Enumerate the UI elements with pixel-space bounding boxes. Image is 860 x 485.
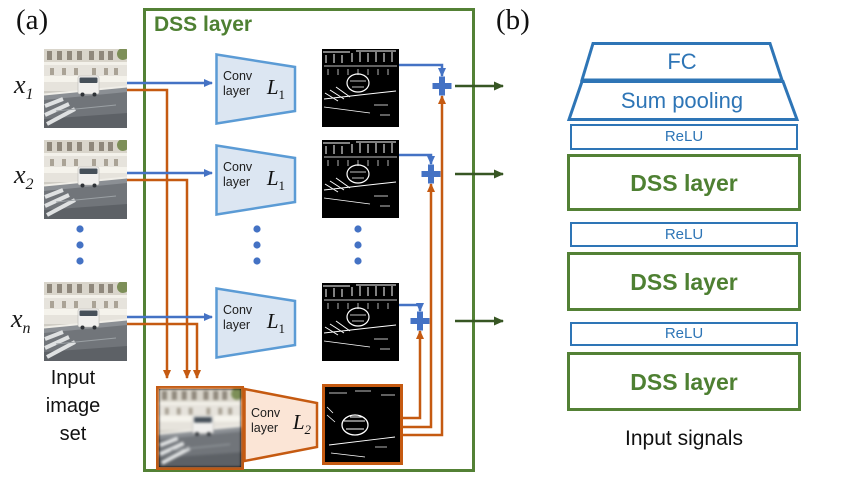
dss-layer-box-title: DSS layer	[154, 13, 253, 36]
input-image-xn	[44, 282, 127, 361]
feature-map-row3	[322, 283, 399, 361]
input-label-x1: x1	[14, 70, 34, 104]
caption-line-3: set	[59, 423, 87, 445]
sum-pooling-label: Sum pooling	[620, 88, 744, 113]
sum-pooling-layer: Sum pooling	[564, 80, 800, 122]
feature-map-row1	[322, 49, 399, 127]
xn-base: x	[11, 304, 23, 333]
input-label-xn: xn	[11, 304, 31, 338]
input-image-x1	[44, 49, 127, 128]
caption-line-2: image	[45, 395, 101, 417]
dss-layer-block-1: DSS layer	[567, 154, 801, 211]
panel-b-label: (b)	[496, 4, 530, 36]
x2-sub: 2	[25, 176, 34, 194]
aggregated-image	[156, 386, 244, 470]
x1-base: x	[14, 70, 26, 99]
feature-map-row2	[322, 140, 399, 218]
input-signals-caption: Input signals	[625, 427, 743, 450]
input-label-x2: x2	[14, 160, 34, 194]
fc-label: FC	[667, 49, 697, 74]
relu-box-3: ReLU	[570, 322, 798, 346]
relu-box-1: ReLU	[570, 124, 798, 150]
caption-line-1: Input	[50, 367, 96, 389]
dss-layer-block-2: DSS layer	[567, 252, 801, 311]
x2-base: x	[14, 160, 26, 189]
aggregated-feature-map	[322, 384, 403, 465]
relu-box-2: ReLU	[570, 222, 798, 247]
fc-layer: FC	[576, 42, 788, 82]
dss-layer-block-3: DSS layer	[567, 352, 801, 411]
input-set-caption: Input image set	[26, 364, 120, 448]
xn-sub: n	[22, 320, 31, 338]
x1-sub: 1	[25, 86, 34, 104]
panel-a-label: (a)	[16, 4, 49, 36]
input-image-x2	[44, 140, 127, 219]
